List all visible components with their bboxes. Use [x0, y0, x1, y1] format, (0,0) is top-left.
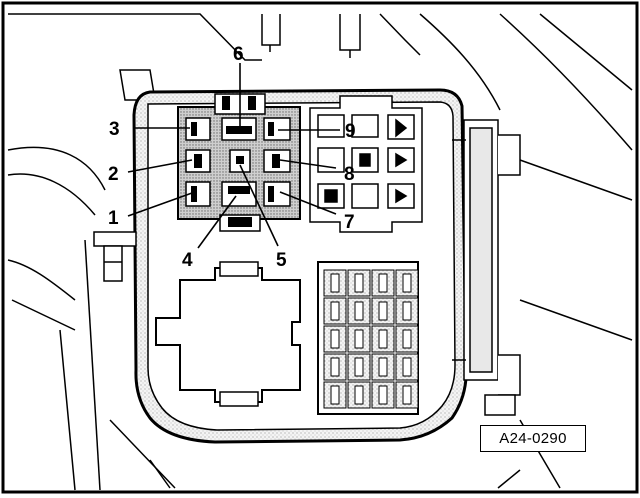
- fuse-blade: [354, 385, 364, 405]
- right-latch: [452, 119, 521, 416]
- empty-socket-top-tab: [219, 261, 259, 277]
- callout-9: 9: [345, 121, 356, 142]
- callout-labels: 1 2 3 4 5 6 7 8 9: [108, 44, 356, 271]
- fuse-blade: [402, 273, 412, 293]
- callout-5: 5: [276, 250, 287, 271]
- fuse-blade: [354, 273, 364, 293]
- callout-6: 6: [233, 44, 244, 65]
- background-surroundings: [7, 13, 633, 491]
- fuse-blade: [354, 329, 364, 349]
- figure-reference-code: A24-0290: [480, 425, 586, 452]
- callout-3: 3: [109, 119, 120, 140]
- callout-8: 8: [344, 164, 355, 185]
- right-relay-block: [309, 95, 423, 233]
- fuse-blade: [402, 301, 412, 321]
- fuse-blade: [378, 357, 388, 377]
- callout-leaders: [127, 63, 340, 249]
- callout-4: 4: [182, 250, 193, 271]
- callout-1: 1: [108, 208, 119, 229]
- fuse-blade: [330, 273, 340, 293]
- fuse-blade: [330, 329, 340, 349]
- callout-2: 2: [108, 164, 119, 185]
- fuse-blade: [330, 357, 340, 377]
- fuse-blade: [330, 385, 340, 405]
- relay-socket-cluster: [177, 93, 301, 232]
- fuse-blade: [354, 301, 364, 321]
- empty-socket-bottom-tab: [219, 391, 259, 407]
- fuse-blade: [402, 357, 412, 377]
- fuse-blade: [402, 385, 412, 405]
- empty-relay-socket: [155, 267, 301, 403]
- fuse-blade: [354, 357, 364, 377]
- fuse-blade: [402, 329, 412, 349]
- fuse-blade: [378, 273, 388, 293]
- fuse-blade: [378, 385, 388, 405]
- fuse-block: [317, 261, 419, 415]
- fuse-blade: [330, 301, 340, 321]
- left-latch: [93, 231, 137, 282]
- fuse-blade: [378, 329, 388, 349]
- fuse-blade: [378, 301, 388, 321]
- callout-7: 7: [344, 212, 355, 233]
